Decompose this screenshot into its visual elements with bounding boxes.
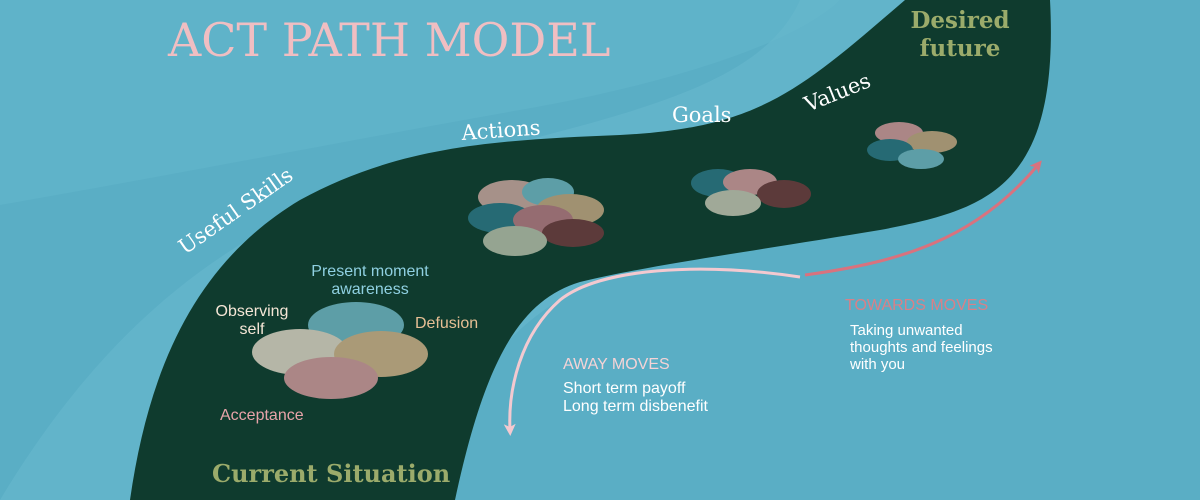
away-moves-line1: Short term payoff (563, 380, 686, 397)
acceptance-label: Acceptance (220, 407, 304, 424)
towards-moves-line3: with you (849, 356, 905, 373)
towards-moves-arrow (804, 160, 1042, 277)
goals-blob (757, 180, 811, 208)
skills-venn (252, 302, 428, 399)
page-title: ACT PATH MODEL (167, 13, 610, 67)
towards-moves-heading: TOWARDS MOVES (845, 297, 988, 314)
actions-blob (542, 219, 604, 247)
away-moves-arrow (503, 267, 801, 436)
acceptance-ellipse (284, 357, 378, 399)
goals-label: Goals (672, 103, 731, 127)
away-moves-line2: Long term disbenefit (563, 398, 709, 415)
desired-future-label-line1: Desired (910, 7, 1009, 34)
present-moment-label-line1: Present moment (311, 263, 429, 280)
goals-cluster (691, 169, 811, 216)
values-blob (898, 149, 944, 169)
towards-moves-line1: Taking unwanted (850, 322, 963, 339)
actions-label: Actions (460, 116, 542, 146)
actions-blob (483, 226, 547, 256)
away-moves-heading: AWAY MOVES (563, 356, 670, 373)
desired-future-label-line2: future (920, 35, 1001, 62)
current-situation-label: Current Situation (212, 459, 450, 488)
present-moment-label-line2: awareness (331, 281, 408, 298)
observing-self-label-line1: Observing (216, 303, 289, 320)
goals-blob (705, 190, 761, 216)
defusion-label: Defusion (415, 315, 478, 332)
towards-moves-line2: thoughts and feelings (850, 339, 993, 356)
observing-self-label-line2: self (240, 321, 265, 338)
actions-cluster (468, 178, 604, 256)
values-cluster (867, 122, 957, 169)
values-blob (907, 131, 957, 153)
